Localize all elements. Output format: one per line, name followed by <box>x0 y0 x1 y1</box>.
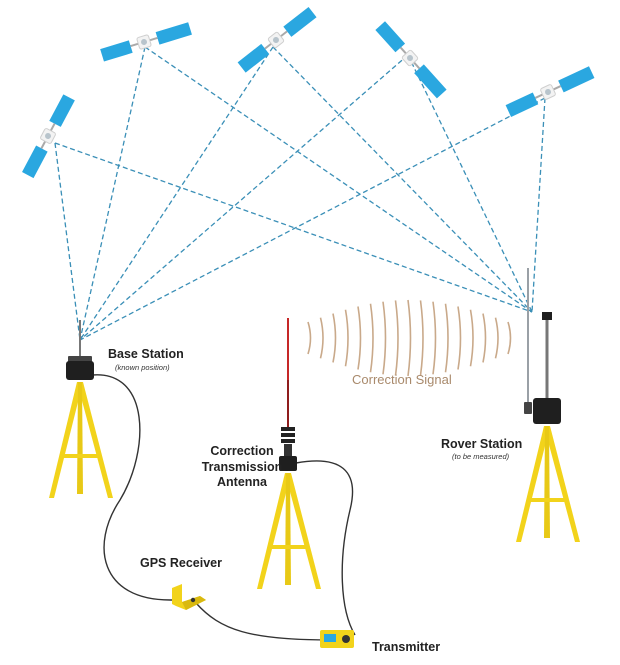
satellite-icon <box>237 6 317 73</box>
transmitter-label: Transmitter <box>372 640 441 654</box>
correction-antenna-line2: Transmission <box>201 459 283 474</box>
signal-wave-arc <box>407 299 412 377</box>
signal-wave-arc <box>319 317 324 359</box>
rover-station <box>516 268 580 542</box>
signal-wave-arc <box>444 303 449 373</box>
rover-station-label: Rover Station <box>441 437 523 451</box>
signal-wave-arc <box>507 321 512 355</box>
base-station <box>49 320 113 498</box>
correction-antenna-label: Correction Transmission Antenna <box>198 444 286 491</box>
satellite-icon <box>100 22 192 62</box>
signal-wave-arc <box>482 313 487 363</box>
transmitter-box <box>320 630 354 648</box>
satellite-icon <box>505 66 595 117</box>
correction-signal-label: Correction Signal <box>352 372 452 387</box>
signal-wave-arc <box>469 309 474 367</box>
satellite-signal-lines <box>54 46 546 341</box>
signal-wave-arc <box>307 321 312 355</box>
rover-station-note: (to be measured) <box>452 452 510 461</box>
correction-transmission-antenna <box>257 318 321 589</box>
signal-wave-arc <box>332 313 337 363</box>
satellite-icon <box>22 94 75 179</box>
signal-wave-arc <box>432 301 437 375</box>
correction-antenna-line1: Correction <box>210 444 274 458</box>
signal-wave-arc <box>382 301 387 375</box>
signal-wave-arc <box>357 306 362 370</box>
signal-wave-arc <box>419 300 424 376</box>
cables <box>91 374 356 641</box>
gps-receiver-label: GPS Receiver <box>140 556 222 570</box>
signal-wave-arc <box>494 317 499 359</box>
signal-wave-arc <box>344 309 349 367</box>
gps-receiver <box>172 584 206 610</box>
signal-wave-arc <box>457 306 462 370</box>
signal-wave-arc <box>394 300 399 376</box>
base-station-label: Base Station <box>108 347 184 361</box>
signal-wave-arc <box>369 303 374 373</box>
correction-antenna-line3: Antenna <box>217 475 267 490</box>
correction-signal-waves <box>307 299 512 377</box>
base-station-note: (known position) <box>115 363 170 372</box>
satellite-icon <box>375 21 447 99</box>
